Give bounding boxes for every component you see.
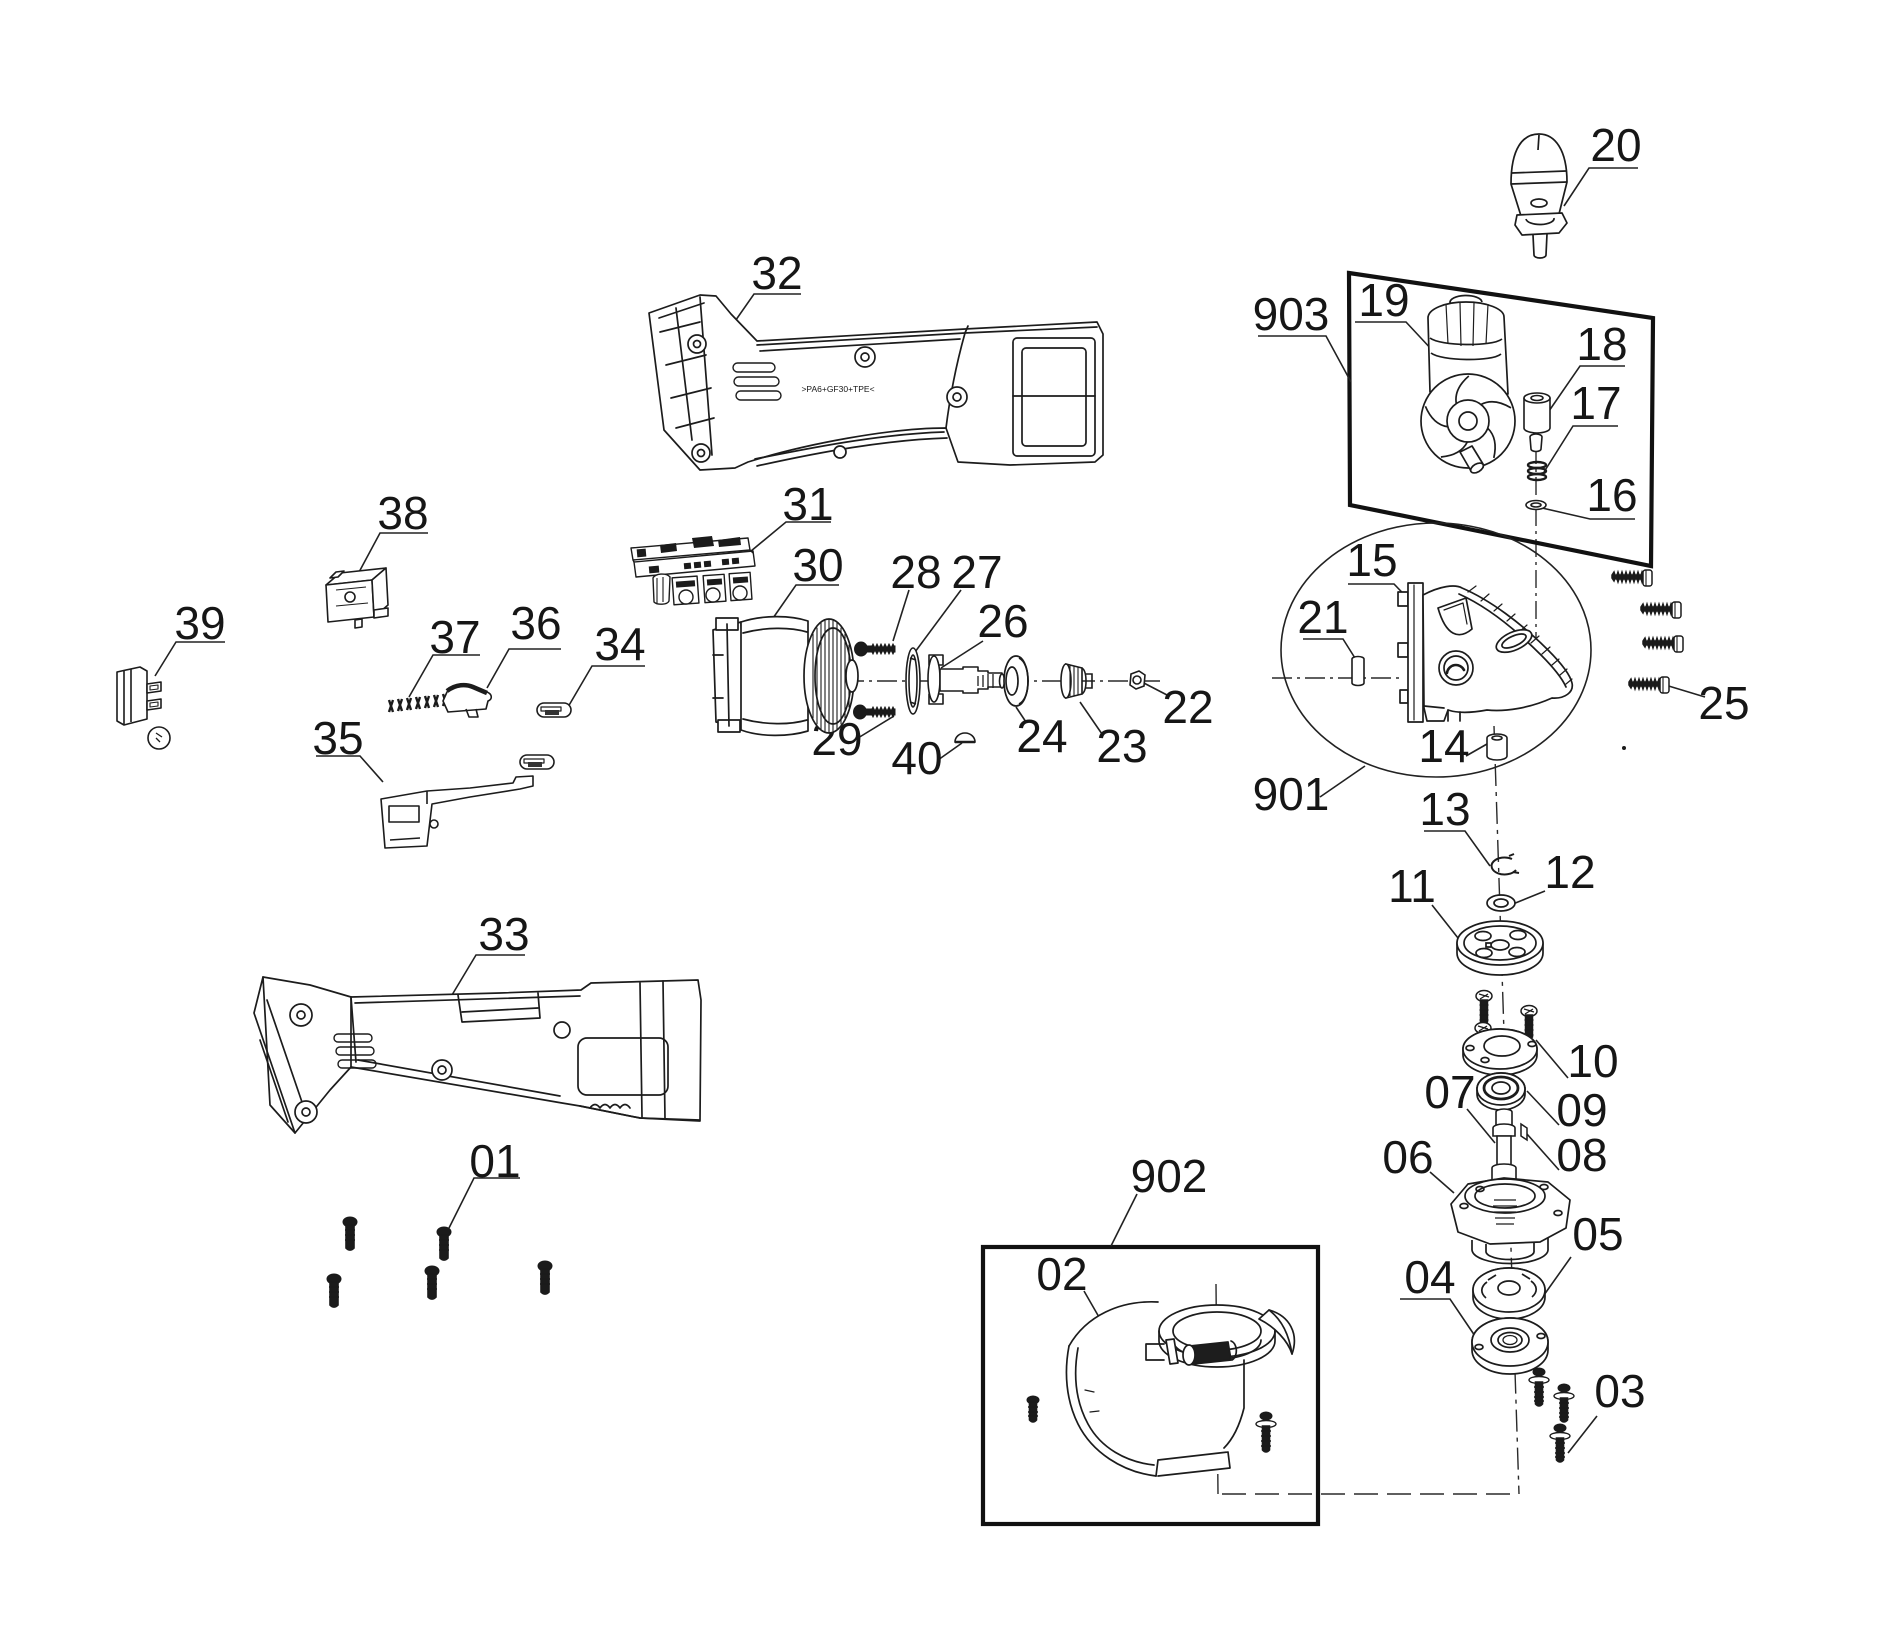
svg-text:38: 38	[377, 487, 428, 539]
svg-text:>PA6+GF30+TPE<: >PA6+GF30+TPE<	[801, 384, 874, 394]
svg-text:14: 14	[1418, 720, 1469, 772]
svg-text:02: 02	[1036, 1248, 1087, 1300]
svg-text:03: 03	[1594, 1365, 1645, 1417]
svg-text:15: 15	[1346, 534, 1397, 586]
svg-text:40: 40	[891, 732, 942, 784]
svg-text:901: 901	[1253, 768, 1330, 820]
svg-text:18: 18	[1576, 318, 1627, 370]
svg-text:11: 11	[1388, 860, 1436, 912]
svg-text:36: 36	[510, 597, 561, 649]
svg-text:12: 12	[1544, 846, 1595, 898]
svg-text:34: 34	[594, 618, 645, 670]
svg-text:27: 27	[951, 546, 1002, 598]
svg-text:17: 17	[1570, 377, 1621, 429]
svg-text:32: 32	[751, 247, 802, 299]
svg-text:39: 39	[174, 597, 225, 649]
svg-text:01: 01	[469, 1135, 520, 1187]
svg-text:22: 22	[1162, 681, 1213, 733]
svg-text:13: 13	[1419, 783, 1470, 835]
svg-text:21: 21	[1297, 591, 1348, 643]
svg-text:24: 24	[1016, 710, 1067, 762]
svg-text:16: 16	[1586, 469, 1637, 521]
svg-text:04: 04	[1404, 1251, 1455, 1303]
svg-text:903: 903	[1253, 288, 1330, 340]
svg-text:23: 23	[1096, 720, 1147, 772]
svg-text:25: 25	[1698, 677, 1749, 729]
svg-text:26: 26	[977, 595, 1028, 647]
svg-text:05: 05	[1572, 1208, 1623, 1260]
svg-text:33: 33	[478, 908, 529, 960]
svg-text:08: 08	[1556, 1129, 1607, 1181]
svg-text:20: 20	[1590, 119, 1641, 171]
svg-text:37: 37	[429, 611, 480, 663]
svg-text:06: 06	[1382, 1131, 1433, 1183]
svg-text:19: 19	[1358, 274, 1409, 326]
svg-text:07: 07	[1424, 1066, 1475, 1118]
svg-text:30: 30	[792, 539, 843, 591]
svg-text:31: 31	[782, 478, 833, 530]
svg-text:10: 10	[1567, 1035, 1618, 1087]
svg-text:28: 28	[890, 546, 941, 598]
svg-text:35: 35	[312, 712, 363, 764]
svg-text:902: 902	[1131, 1150, 1208, 1202]
svg-text:09: 09	[1556, 1084, 1607, 1136]
